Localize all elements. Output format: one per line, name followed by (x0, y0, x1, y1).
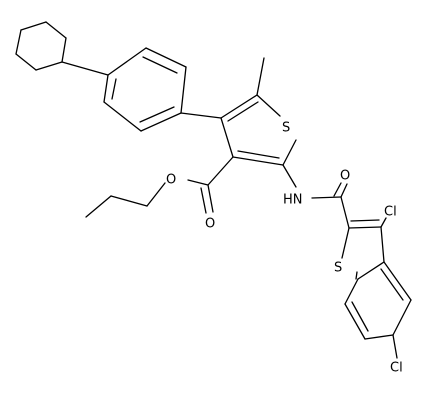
benzothiophene (341, 217, 412, 359)
phenyl-ring (103, 47, 222, 132)
propyl-ester (85, 156, 234, 218)
atom-cl-6: Cl (390, 361, 403, 376)
atom-s-thiophene: S (282, 121, 290, 136)
thiophene-ring (220, 57, 297, 166)
atom-o-carbonyl: O (205, 217, 215, 232)
atom-s-benzothiophene: S (334, 261, 342, 276)
atom-cl-3: Cl (384, 205, 397, 220)
cyclohexyl-ring (15, 21, 109, 76)
atom-nh: HN (283, 193, 303, 208)
atom-labels: S O O O HN Cl S Cl (166, 121, 403, 376)
methyl-bond (256, 57, 265, 96)
phenyl-thiophene-bond (180, 112, 222, 119)
cyclohexyl-phenyl-bond (61, 61, 109, 76)
atom-o-ester: O (166, 173, 176, 188)
amide-linker (282, 164, 350, 229)
atom-o-amide: O (340, 169, 350, 184)
